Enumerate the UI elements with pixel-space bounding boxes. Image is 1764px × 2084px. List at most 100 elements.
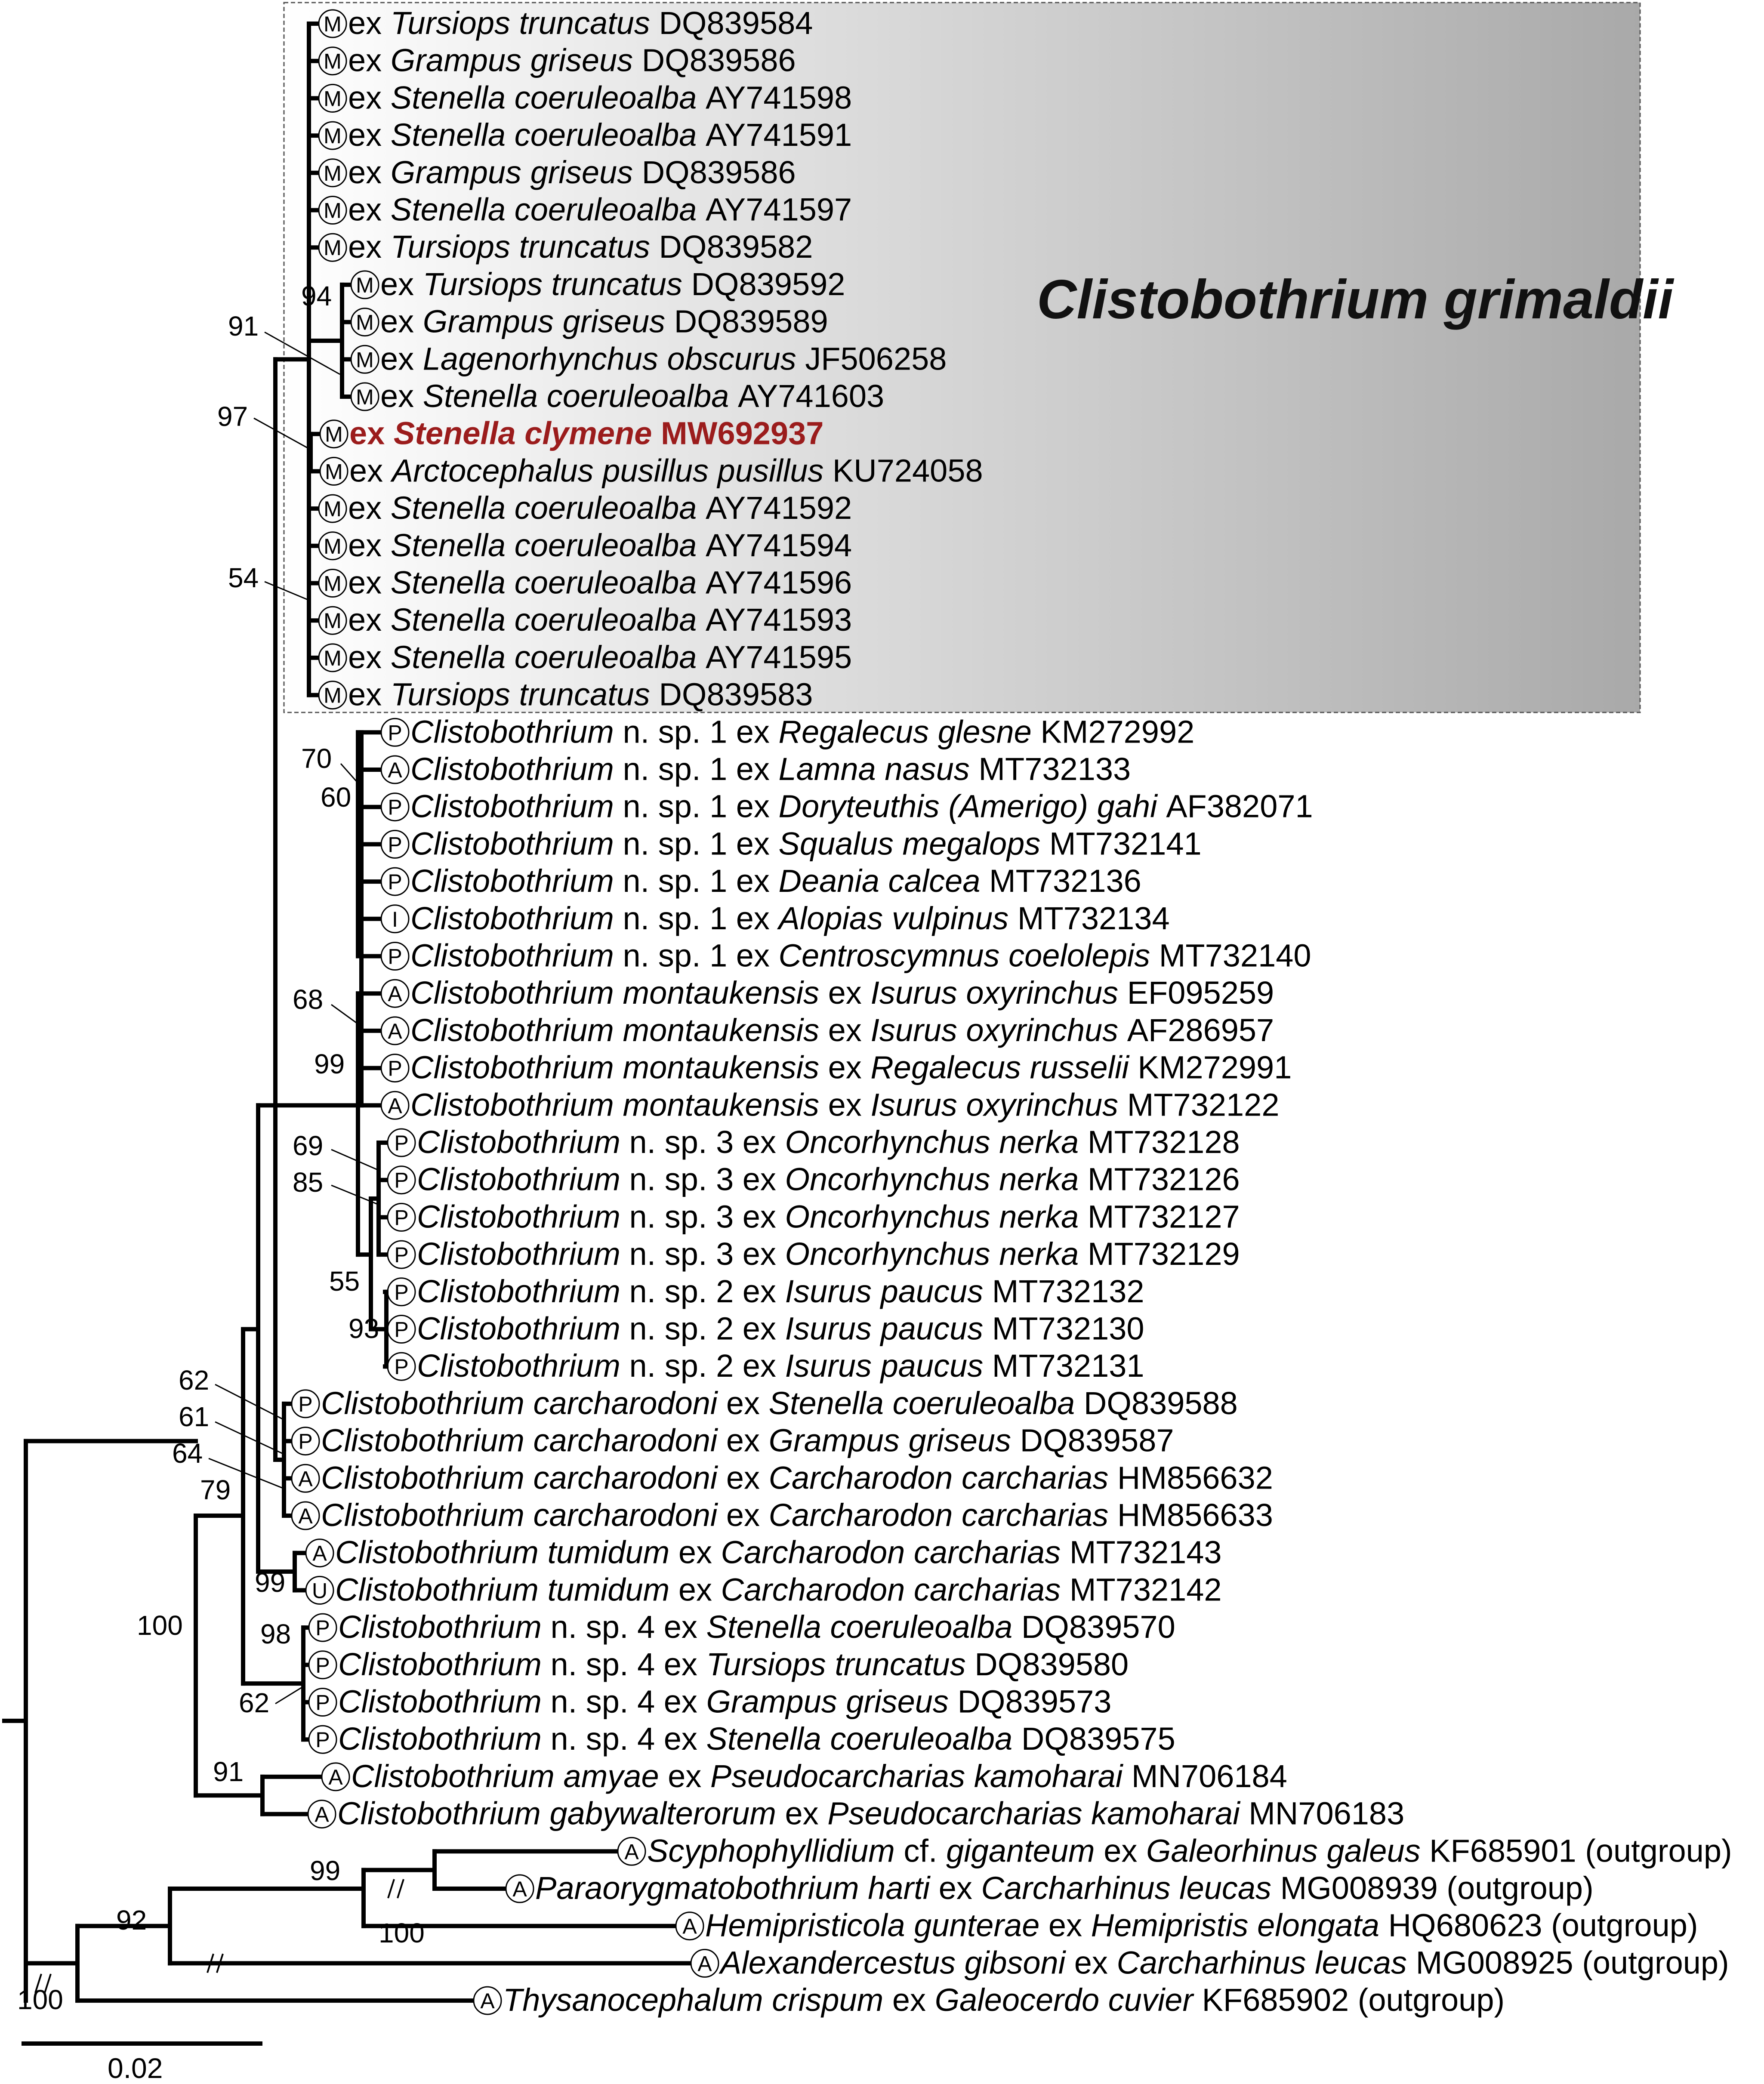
taxon-name: Clistobothrium n. sp. 1 ex Squalus megal… [410, 826, 1202, 861]
support-value: 99 [314, 1048, 345, 1079]
life-stage-circle [380, 1016, 410, 1045]
tip-label: U Clistobothrium tumidum ex Carcharodon c… [305, 1572, 1222, 1607]
life-stage-letter: A [388, 1019, 402, 1043]
support-value: 54 [228, 562, 259, 593]
life-stage-circle [350, 345, 379, 374]
taxon-name: Clistobothrium n. sp. 3 ex Oncorhynchus … [417, 1124, 1240, 1160]
life-stage-letter: P [388, 1057, 402, 1081]
support-leader [331, 1004, 358, 1025]
life-stage-letter: U [312, 1578, 327, 1603]
life-stage-letter: A [315, 1803, 329, 1827]
support-leader-lines [208, 331, 379, 1705]
taxon-name: ex Stenella coeruleoalba AY741591 [348, 117, 852, 153]
support-value: 97 [217, 401, 248, 432]
scale-bar-label: 0.02 [108, 2052, 163, 2082]
taxon-name: ex Tursiops truncatus DQ839592 [380, 266, 845, 302]
support-value: 55 [329, 1266, 360, 1297]
support-value: 79 [200, 1474, 231, 1505]
life-stage-letter: M [356, 385, 374, 409]
support-value: 98 [260, 1618, 291, 1649]
taxon-name: Clistobothrium n. sp. 3 ex Oncorhynchus … [417, 1199, 1240, 1234]
life-stage-letter: M [325, 422, 343, 447]
life-stage-letter: M [324, 684, 342, 708]
life-stage-circle [318, 9, 347, 38]
life-stage-letter: P [394, 1355, 408, 1379]
taxon-name: Clistobothrium montaukensis ex Isurus ox… [410, 1012, 1274, 1048]
life-stage-letter: A [512, 1877, 527, 1901]
life-stage-circle [305, 1538, 334, 1568]
life-stage-letter: P [388, 870, 402, 894]
life-stage-letter: P [388, 721, 402, 745]
support-value: 100 [137, 1610, 183, 1641]
taxon-name: Clistobothrium tumidum ex Carcharodon ca… [335, 1572, 1222, 1607]
branch-break-marks [34, 1879, 404, 1993]
life-stage-circle [387, 1240, 416, 1269]
life-stage-letter: A [328, 1765, 343, 1789]
life-stage-letter: A [480, 1989, 495, 2013]
taxon-name: Clistobothrium n. sp. 1 ex Alopias vulpi… [410, 900, 1170, 936]
life-stage-letter: M [324, 534, 342, 558]
taxon-name: Alexandercestus gibsoni ex Carcharhinus … [719, 1945, 1729, 1980]
life-stage-letter: P [394, 1168, 408, 1193]
life-stage-letter: A [697, 1951, 712, 1976]
life-stage-letter: M [324, 199, 342, 223]
life-stage-circle [387, 1277, 416, 1307]
life-stage-letter: A [298, 1467, 313, 1491]
taxon-name: Hemipristicola gunterae ex Hemipristis e… [705, 1908, 1698, 1943]
taxon-name: ex Stenella coeruleoalba AY741594 [348, 527, 852, 563]
support-value: 99 [310, 1855, 340, 1886]
life-stage-letter: M [356, 273, 374, 297]
life-stage-circle [307, 1800, 336, 1829]
taxon-name: Clistobothrium n. sp. 3 ex Oncorhynchus … [417, 1162, 1240, 1197]
break-mark [34, 1973, 42, 1993]
life-stage-circle [380, 904, 410, 934]
life-stage-letter: M [324, 609, 342, 633]
support-value: 91 [228, 311, 259, 342]
taxon-name: Clistobothrium gabywalterorum ex Pseudoc… [337, 1796, 1404, 1831]
break-mark [397, 1879, 404, 1899]
life-stage-letter: M [356, 311, 374, 335]
taxon-name: ex Tursiops truncatus DQ839584 [348, 5, 813, 41]
life-stage-letter: M [324, 161, 342, 185]
support-value: 61 [179, 1401, 209, 1432]
life-stage-circle [387, 1128, 416, 1157]
tip-label: A Alexandercestus gibsoni ex Carcharhinus… [690, 1945, 1729, 1980]
life-stage-circle [318, 643, 347, 672]
life-stage-letter: A [388, 982, 402, 1006]
life-stage-circle [291, 1427, 320, 1456]
taxon-name: Clistobothrium montaukensis ex Isurus ox… [410, 1087, 1279, 1122]
taxon-name: Clistobothrium carcharodoni ex Stenella … [321, 1385, 1238, 1421]
taxon-name: Clistobothrium n. sp. 4 ex Tursiops trun… [338, 1646, 1129, 1682]
life-stage-circle [319, 456, 348, 486]
taxon-name: ex Grampus griseus DQ839589 [380, 304, 828, 339]
support-value: 69 [293, 1130, 323, 1161]
life-stage-letter: P [315, 1653, 330, 1677]
life-stage-letter: P [298, 1430, 312, 1454]
life-stage-circle [350, 308, 379, 337]
taxon-name: Scyphophyllidium cf. giganteum ex Galeor… [647, 1833, 1732, 1868]
life-stage-letter: A [388, 758, 402, 782]
tree-branches [2, 22, 691, 2003]
support-leader [208, 1458, 284, 1489]
life-stage-circle [291, 1501, 320, 1530]
taxon-name: ex Lagenorhynchus obscurus JF506258 [380, 341, 947, 376]
life-stage-circle [318, 158, 347, 188]
life-stage-circle [318, 531, 347, 561]
support-value: 94 [301, 281, 332, 311]
